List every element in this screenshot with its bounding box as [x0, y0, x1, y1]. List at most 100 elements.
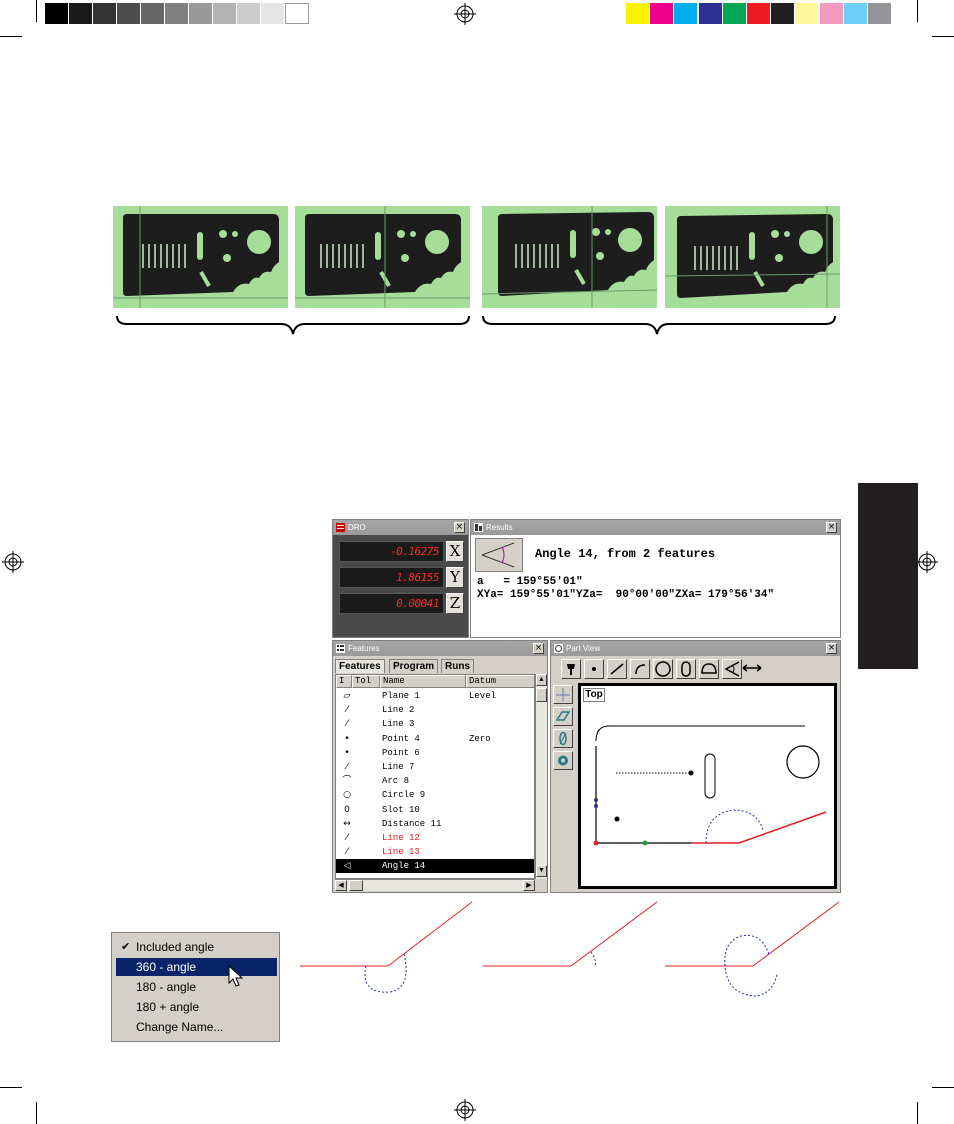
- close-icon[interactable]: ×: [826, 522, 837, 533]
- point-icon[interactable]: [584, 659, 604, 679]
- part-view-titlebar[interactable]: Part View: [551, 641, 840, 656]
- dro-readout-z: 0.00041: [339, 593, 444, 614]
- axis-y-button[interactable]: Y: [446, 567, 464, 588]
- close-icon[interactable]: ×: [454, 522, 465, 533]
- probe-icon[interactable]: [561, 659, 581, 679]
- features-window: Features × Features Program Runs I Tol N…: [332, 640, 548, 893]
- distance-icon[interactable]: [741, 659, 762, 679]
- scroll-right-icon[interactable]: ▶: [523, 880, 535, 891]
- registration-mark-icon: [2, 551, 24, 573]
- column-header-tol[interactable]: Tol: [352, 675, 380, 688]
- scroll-up-icon[interactable]: ▲: [536, 674, 547, 686]
- process-swatch: [819, 3, 844, 24]
- part-view-side-toolbar: [551, 683, 577, 891]
- feature-row[interactable]: ◁ Angle 14: [336, 859, 534, 874]
- menu-item-change-name[interactable]: Change Name...: [116, 1018, 277, 1036]
- tab-runs[interactable]: Runs: [441, 659, 474, 673]
- feature-row[interactable]: ⁄Line 7: [336, 760, 534, 774]
- line-icon: ⁄: [346, 705, 348, 716]
- rotate-icon[interactable]: [553, 729, 573, 748]
- plane-view-icon[interactable]: [553, 685, 573, 704]
- slot-icon[interactable]: [676, 659, 696, 679]
- refresh-icon[interactable]: [553, 751, 573, 770]
- axis-x-button[interactable]: X: [446, 541, 464, 562]
- tab-features[interactable]: Features: [335, 659, 385, 673]
- close-icon[interactable]: ×: [533, 643, 544, 654]
- crop-mark: [932, 36, 954, 37]
- feature-row[interactable]: ⁄Line 13: [336, 845, 534, 859]
- column-header-name[interactable]: Name: [380, 675, 466, 688]
- line-icon: ⁄: [346, 833, 348, 843]
- menu-item-180-minus-angle[interactable]: 180 - angle: [116, 978, 277, 996]
- crop-mark: [917, 1102, 918, 1124]
- feature-name: Circle 9: [382, 790, 426, 801]
- vertical-scrollbar[interactable]: ▲ ▼: [535, 674, 547, 879]
- horizontal-scrollbar[interactable]: ◀ ▶: [335, 879, 535, 891]
- angle-icon[interactable]: [722, 659, 742, 679]
- feature-row[interactable]: ↔Distance 11: [336, 817, 534, 831]
- process-swatch: [771, 3, 796, 24]
- gray-swatch: [237, 3, 261, 24]
- menu-item-360-angle[interactable]: 360 - angle: [116, 958, 277, 976]
- menu-item-label: 180 - angle: [136, 980, 197, 994]
- column-header-i[interactable]: I: [336, 675, 352, 688]
- feature-name: Point 6: [382, 747, 420, 758]
- results-titlebar[interactable]: Results: [471, 520, 840, 535]
- feature-row[interactable]: ⌒Arc 8: [336, 774, 534, 788]
- axis-z-button[interactable]: Z: [446, 593, 464, 614]
- line-icon: ⁄: [346, 762, 348, 772]
- line-icon[interactable]: [607, 659, 627, 679]
- box-view-icon[interactable]: [553, 707, 573, 726]
- dro-readout-y: 1.86155: [339, 567, 444, 588]
- process-swatch: [626, 3, 650, 24]
- column-header-datum[interactable]: Datum: [466, 675, 534, 688]
- feature-datum: Level: [469, 691, 497, 701]
- checkmark-icon: ✔: [121, 940, 131, 953]
- scroll-down-icon[interactable]: ▼: [536, 865, 547, 877]
- menu-item-180-plus-angle[interactable]: 180 + angle: [116, 998, 277, 1016]
- circle-icon[interactable]: [653, 659, 673, 679]
- feature-row[interactable]: ⁄Line 3: [336, 717, 534, 731]
- angle-icon: ◁: [343, 861, 351, 872]
- tab-program[interactable]: Program: [389, 659, 439, 673]
- part-view-icon: [554, 644, 563, 653]
- crop-mark: [36, 0, 37, 22]
- crop-mark: [36, 1102, 37, 1124]
- scroll-thumb[interactable]: [349, 880, 363, 891]
- results-title: Results: [486, 523, 513, 532]
- feature-name: Arc 8: [382, 776, 410, 787]
- dro-window: DRO × -0.16275 X 1.86155 Y 0.00041 Z: [332, 519, 469, 638]
- feature-row[interactable]: ○Circle 9: [336, 788, 534, 802]
- feature-row[interactable]: ⁄Line 12: [336, 831, 534, 845]
- registration-mark-icon: [454, 3, 476, 25]
- part-view-canvas[interactable]: Top: [578, 683, 837, 889]
- feature-row[interactable]: •Point 6: [336, 746, 534, 760]
- feature-name: Line 3: [382, 719, 415, 730]
- menu-item-label: Included angle: [136, 940, 215, 954]
- registration-mark-icon: [454, 1099, 476, 1121]
- feature-row[interactable]: ⁄Line 2: [336, 703, 534, 717]
- part-view-title: Part View: [566, 644, 601, 653]
- close-icon[interactable]: ×: [826, 643, 837, 654]
- feature-name: Plane 1: [382, 691, 420, 701]
- scroll-left-icon[interactable]: ◀: [335, 880, 347, 891]
- dro-icon: [336, 523, 345, 532]
- results-line-1: a = 159°55'01": [477, 576, 583, 588]
- features-titlebar[interactable]: Features: [333, 641, 547, 656]
- dro-titlebar[interactable]: DRO: [333, 520, 468, 535]
- scroll-thumb[interactable]: [536, 688, 547, 702]
- menu-item-label: 360 - angle: [136, 960, 197, 974]
- line-icon: ⁄: [346, 847, 348, 858]
- part-view-drawing: [593, 725, 827, 846]
- angle-diagram-360: [483, 901, 658, 967]
- menu-item-label: 180 + angle: [136, 1000, 200, 1014]
- arc-icon[interactable]: [630, 659, 650, 679]
- semicircle-icon[interactable]: [699, 659, 719, 679]
- feature-name: Angle 14: [382, 861, 426, 872]
- process-swatch: [795, 3, 820, 24]
- menu-item-included-angle[interactable]: ✔ Included angle: [116, 938, 277, 956]
